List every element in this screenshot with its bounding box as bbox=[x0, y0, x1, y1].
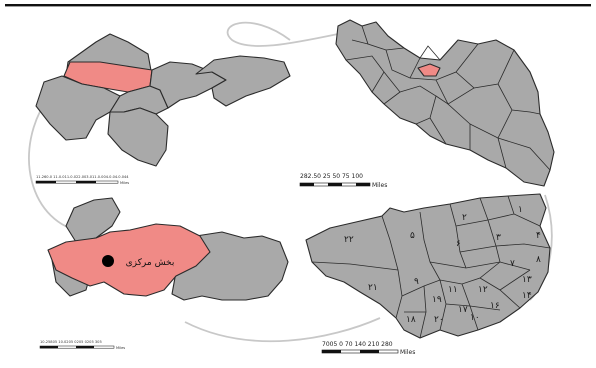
district-number: ۲۰ bbox=[434, 315, 444, 325]
province-border bbox=[429, 117, 447, 145]
province-region-south bbox=[107, 107, 169, 167]
iran-scale-bar: 282.50 25 50 75 100 Miles bbox=[299, 173, 387, 189]
iran-scale-ticks: 282.50 25 50 75 100 bbox=[300, 173, 363, 180]
district-number: ۱۷ bbox=[458, 305, 468, 315]
central-district-marker bbox=[102, 255, 114, 267]
district-number: ۵ bbox=[410, 231, 415, 241]
province-border bbox=[447, 71, 475, 150]
district-border bbox=[311, 261, 399, 271]
province-region-west bbox=[35, 75, 121, 141]
district-number: ۶ bbox=[456, 239, 461, 249]
district-number: ۱ bbox=[518, 205, 523, 215]
city-outline bbox=[305, 193, 551, 339]
district-number: ۱۹ bbox=[432, 295, 442, 305]
district-border bbox=[455, 213, 515, 227]
scale-bar-segment bbox=[76, 181, 96, 184]
district-number: ۴ bbox=[536, 231, 541, 241]
scale-bar-segment bbox=[328, 183, 342, 186]
connector-top bbox=[226, 21, 339, 47]
city-map: ۱ ۲ ۳ ۴ ۵ ۶ ۷ ۸ ۹ ۱۰ ۱۱ ۱۲ ۱۳ ۱۴ ۱۶ ۱۷ ۱… bbox=[305, 193, 551, 339]
city-district-numbers: ۱ ۲ ۳ ۴ ۵ ۶ ۷ ۸ ۹ ۱۰ ۱۱ ۱۲ ۱۳ ۱۴ ۱۶ ۱۷ ۱… bbox=[344, 205, 541, 325]
province-border bbox=[351, 39, 369, 45]
scale-bar-segment bbox=[300, 183, 314, 186]
province-border bbox=[345, 55, 385, 93]
district-border bbox=[449, 203, 467, 269]
province-border bbox=[409, 43, 479, 81]
scale-bar-segment bbox=[40, 346, 58, 349]
county-scale-ticks: 10.25805 10.0205 0205 0205 305 bbox=[40, 340, 102, 344]
connector-bottom bbox=[184, 317, 381, 343]
province-map bbox=[35, 33, 291, 167]
province-region-far-east bbox=[195, 55, 291, 107]
iran-province-borders bbox=[345, 25, 551, 171]
city-scale-ticks: 7005 0 70 140 210 280 bbox=[322, 341, 393, 348]
province-border bbox=[361, 25, 405, 51]
province-region-east bbox=[149, 61, 227, 109]
district-border bbox=[419, 211, 441, 281]
province-border bbox=[419, 45, 441, 61]
county-map: بخش مرکزی bbox=[47, 197, 289, 301]
district-number: ۲۲ bbox=[344, 235, 354, 245]
scale-bar-segment bbox=[76, 346, 94, 349]
province-border bbox=[497, 83, 541, 115]
district-border bbox=[479, 197, 501, 263]
central-district-label: بخش مرکزی bbox=[126, 258, 175, 268]
iran-outline bbox=[335, 19, 555, 187]
district-border bbox=[445, 303, 501, 311]
city-district-borders bbox=[311, 195, 551, 339]
district-border bbox=[429, 261, 531, 271]
district-number: ۱۰ bbox=[470, 313, 480, 323]
district-number: ۱۲ bbox=[478, 285, 488, 295]
iran-scale-unit: Miles bbox=[372, 182, 387, 189]
district-number: ۱۳ bbox=[522, 275, 532, 285]
province-border bbox=[497, 137, 551, 171]
scale-bar-segment bbox=[36, 181, 56, 184]
scale-bar-segment bbox=[360, 350, 379, 353]
city-scale-unit: Miles bbox=[400, 349, 415, 356]
scale-bar-segment bbox=[356, 183, 370, 186]
district-border bbox=[499, 269, 531, 291]
district-number: ۲ bbox=[462, 213, 467, 223]
province-scale-ticks: 11.260.0 11.0.011.0.022.003.011.0.004.0.… bbox=[36, 175, 129, 179]
district-number: ۲۱ bbox=[368, 283, 378, 293]
province-scale-bar: 11.260.0 11.0.011.0.022.003.011.0.004.0.… bbox=[35, 175, 129, 185]
city-scale-bar: 7005 0 70 140 210 280 Miles bbox=[321, 341, 415, 356]
province-scale-unit: Miles bbox=[120, 181, 129, 185]
district-number: ۱۴ bbox=[522, 291, 532, 301]
district-number: ۸ bbox=[536, 255, 541, 265]
district-number: ۱۸ bbox=[406, 315, 416, 325]
scale-bar-segment bbox=[322, 350, 341, 353]
district-border bbox=[401, 261, 501, 297]
district-border bbox=[459, 243, 551, 253]
top-rule bbox=[5, 4, 591, 7]
district-number: ۳ bbox=[496, 233, 501, 243]
iran-map bbox=[335, 19, 555, 187]
district-number: ۹ bbox=[414, 277, 419, 287]
province-border bbox=[469, 123, 499, 139]
iran-highlight-province bbox=[417, 63, 441, 77]
province-border bbox=[385, 49, 421, 79]
district-number: ۱۱ bbox=[448, 285, 458, 295]
district-number: ۷ bbox=[510, 259, 515, 269]
county-scale-unit: Miles bbox=[116, 346, 125, 350]
county-scale-bar: 10.25805 10.0205 0205 0205 305 Miles bbox=[39, 340, 125, 350]
county-highlight-region bbox=[47, 223, 211, 297]
district-number: ۱۶ bbox=[490, 301, 500, 311]
